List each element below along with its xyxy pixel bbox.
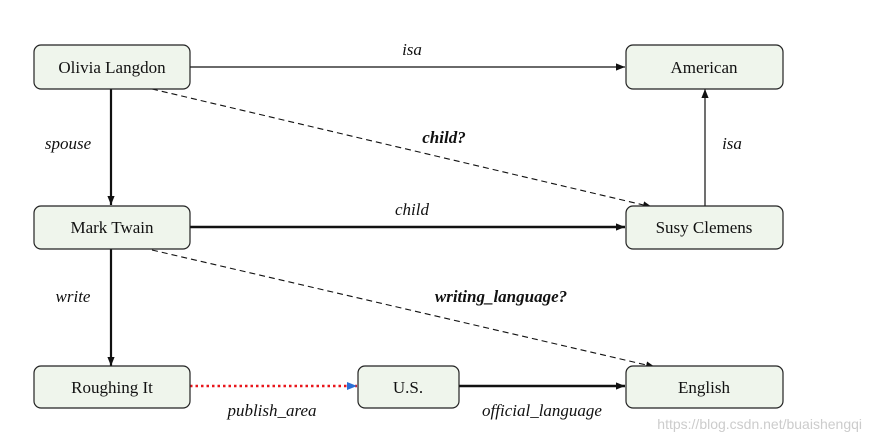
node-mark-twain: Mark Twain (33, 205, 191, 250)
edge-label-writing-language: writing_language? (435, 287, 567, 306)
node-label-us: U.S. (393, 378, 423, 397)
node-label-susy-clemens: Susy Clemens (656, 218, 753, 237)
edge-label-child: child (395, 200, 429, 219)
node-label-american: American (670, 58, 738, 77)
edge-label-spouse: spouse (45, 134, 92, 153)
node-roughing-it: Roughing It (33, 365, 191, 409)
node-label-english: English (678, 378, 730, 397)
edge-label-write: write (56, 287, 91, 306)
edge-label-official-language: official_language (482, 401, 602, 420)
edge-olivia-child-susy (151, 88, 653, 209)
edge-label-child-inferred: child? (422, 128, 465, 147)
node-susy-clemens: Susy Clemens (625, 205, 784, 250)
node-label-roughing-it: Roughing It (71, 378, 153, 397)
node-us: U.S. (357, 365, 460, 409)
edge-label-isa-top: isa (402, 40, 422, 59)
node-american: American (625, 44, 784, 90)
edge-label-publish-area: publish_area (226, 401, 316, 420)
node-label-olivia-langdon: Olivia Langdon (58, 58, 166, 77)
node-olivia-langdon: Olivia Langdon (33, 44, 191, 90)
watermark-text: https://blog.csdn.net/buaishengqi (657, 416, 862, 432)
node-label-mark-twain: Mark Twain (70, 218, 154, 237)
edge-mark-writing-language-english (151, 249, 656, 369)
node-english: English (625, 365, 784, 409)
edge-label-isa-right: isa (722, 134, 742, 153)
